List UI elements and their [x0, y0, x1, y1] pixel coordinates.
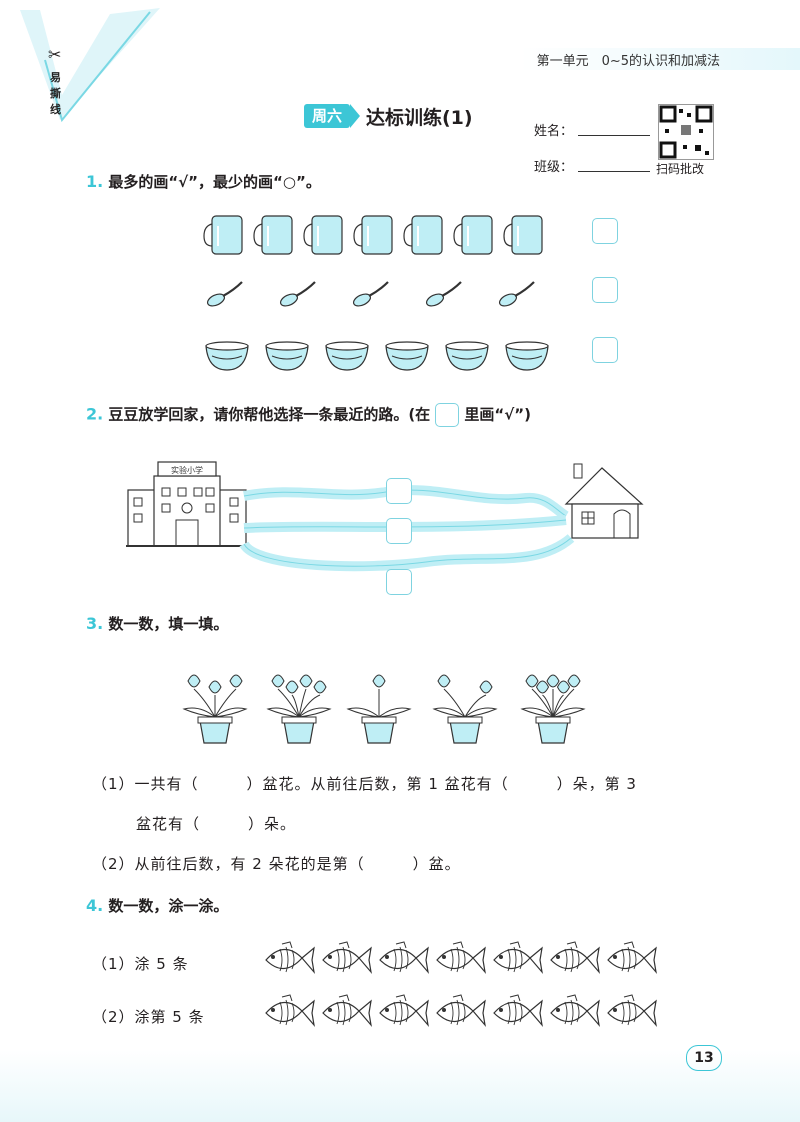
fish-icon[interactable] [433, 993, 487, 1031]
cup-icon [203, 215, 243, 255]
spoon-icon [352, 281, 389, 307]
bowl-icon [205, 341, 249, 371]
fish-icon[interactable] [490, 993, 544, 1031]
inline-answer-box [435, 403, 460, 427]
spoon-icon [498, 281, 535, 307]
bowl-icon [445, 341, 489, 371]
q3-sub1-line2: 盆花有（ ）朵。 [136, 813, 296, 834]
spoon-icon [425, 281, 462, 307]
answer-box-cups[interactable] [592, 218, 618, 244]
bowl-icon [265, 341, 309, 371]
q3-sub2-text-b: ）盆。 [412, 855, 461, 873]
q3-sub1-text-d: 盆花有（ [136, 815, 201, 833]
answer-box-route-3[interactable] [386, 569, 412, 595]
cup-icon [253, 215, 293, 255]
class-field[interactable] [578, 156, 650, 172]
answer-box-spoons[interactable] [592, 277, 618, 303]
qr-code[interactable] [658, 104, 714, 160]
question-text: 数一数，填一填。 [108, 615, 229, 633]
answer-box-bowls[interactable] [592, 337, 618, 363]
fish-icon[interactable] [262, 940, 316, 978]
answer-box-route-1[interactable] [386, 478, 412, 504]
flowerpot-icon [432, 674, 498, 744]
unit-title: 第一单元 0~5的认识和加减法 [536, 54, 720, 69]
name-field[interactable] [578, 120, 650, 136]
q3-sub2-text-a: （2）从前往后数，有 2 朵花的是第（ [92, 855, 365, 873]
tear-line-label: 易撕线 [50, 71, 61, 116]
header-bar [520, 48, 800, 70]
cup-icon [503, 215, 543, 255]
q3-sub1-text-b: ）盆花。从前往后数，第 1 盆花有（ [246, 775, 509, 793]
bowl-icon [505, 341, 549, 371]
route-scene: 实验小学 [126, 461, 644, 572]
scissors-icon: ✂ [48, 45, 62, 64]
question-number: 2. [86, 404, 104, 424]
flowerpot-icon [346, 674, 412, 744]
school-sign: 实验小学 [171, 465, 203, 475]
fish-icon[interactable] [490, 940, 544, 978]
q3-sub1-line1: （1）一共有（ ）盆花。从前往后数，第 1 盆花有（ ）朵，第 3 [92, 773, 637, 794]
answer-box-route-2[interactable] [386, 518, 412, 544]
q3-sub2: （2）从前往后数，有 2 朵花的是第（ ）盆。 [92, 853, 461, 874]
day-badge: 周六 [304, 104, 360, 128]
q3-sub1-text-e: ）朵。 [248, 815, 297, 833]
q4-row2-label: （2）涂第 5 条 [92, 1008, 205, 1026]
question-text: 数一数，涂一涂。 [108, 897, 229, 915]
question-number: 1. [86, 172, 104, 191]
corner-decoration [20, 8, 160, 123]
page-number: 13 [686, 1045, 722, 1071]
flowerpot-icon [266, 674, 332, 744]
fish-icon[interactable] [433, 940, 487, 978]
fish-icon[interactable] [547, 993, 601, 1031]
spoon-icon [206, 281, 243, 307]
q3-sub1-text-c: ）朵，第 3 [556, 775, 637, 793]
q3-sub1-text-a: （1）一共有（ [92, 775, 199, 793]
flowerpot-icon [520, 674, 586, 744]
flowerpot-icon [182, 674, 248, 744]
question-number: 3. [86, 614, 104, 633]
house-icon [564, 463, 644, 539]
cup-icon [303, 215, 343, 255]
question-text-after: 里画“√”) [464, 405, 531, 424]
name-label: 姓名： [534, 124, 574, 139]
fish-icon[interactable] [319, 993, 373, 1031]
spoon-icon [279, 281, 316, 307]
question-text: 最多的画“√”，最少的画“○”。 [108, 173, 321, 191]
bowl-icon [325, 341, 369, 371]
school-building-icon [126, 461, 248, 547]
cup-icon [453, 215, 493, 255]
cup-icon [403, 215, 443, 255]
class-label: 班级： [534, 160, 574, 175]
fish-icon[interactable] [547, 940, 601, 978]
fish-icon[interactable] [376, 993, 430, 1031]
fish-icon[interactable] [604, 993, 658, 1031]
fish-icon[interactable] [604, 940, 658, 978]
question-text-before: 豆豆放学回家，请你帮他选择一条最近的路。(在 [108, 405, 431, 424]
question-4: 4. 数一数，涂一涂。 [86, 895, 228, 916]
fish-icon[interactable] [262, 993, 316, 1031]
bottom-decoration [0, 1050, 800, 1122]
cup-icon [353, 215, 393, 255]
question-number: 4. [86, 896, 104, 915]
question-3: 3. 数一数，填一填。 [86, 613, 228, 634]
fish-icon[interactable] [319, 940, 373, 978]
qr-pattern-icon [659, 105, 713, 159]
question-2: 2. 豆豆放学回家，请你帮他选择一条最近的路。(在 里画“√”) [86, 403, 531, 427]
qr-caption: 扫码批改 [656, 162, 705, 176]
q4-row1-label: （1）涂 5 条 [92, 955, 189, 973]
question-1: 1. 最多的画“√”，最少的画“○”。 [86, 171, 321, 192]
page-title: 达标训练(1) [366, 107, 473, 129]
bowl-icon [385, 341, 429, 371]
fish-icon[interactable] [376, 940, 430, 978]
